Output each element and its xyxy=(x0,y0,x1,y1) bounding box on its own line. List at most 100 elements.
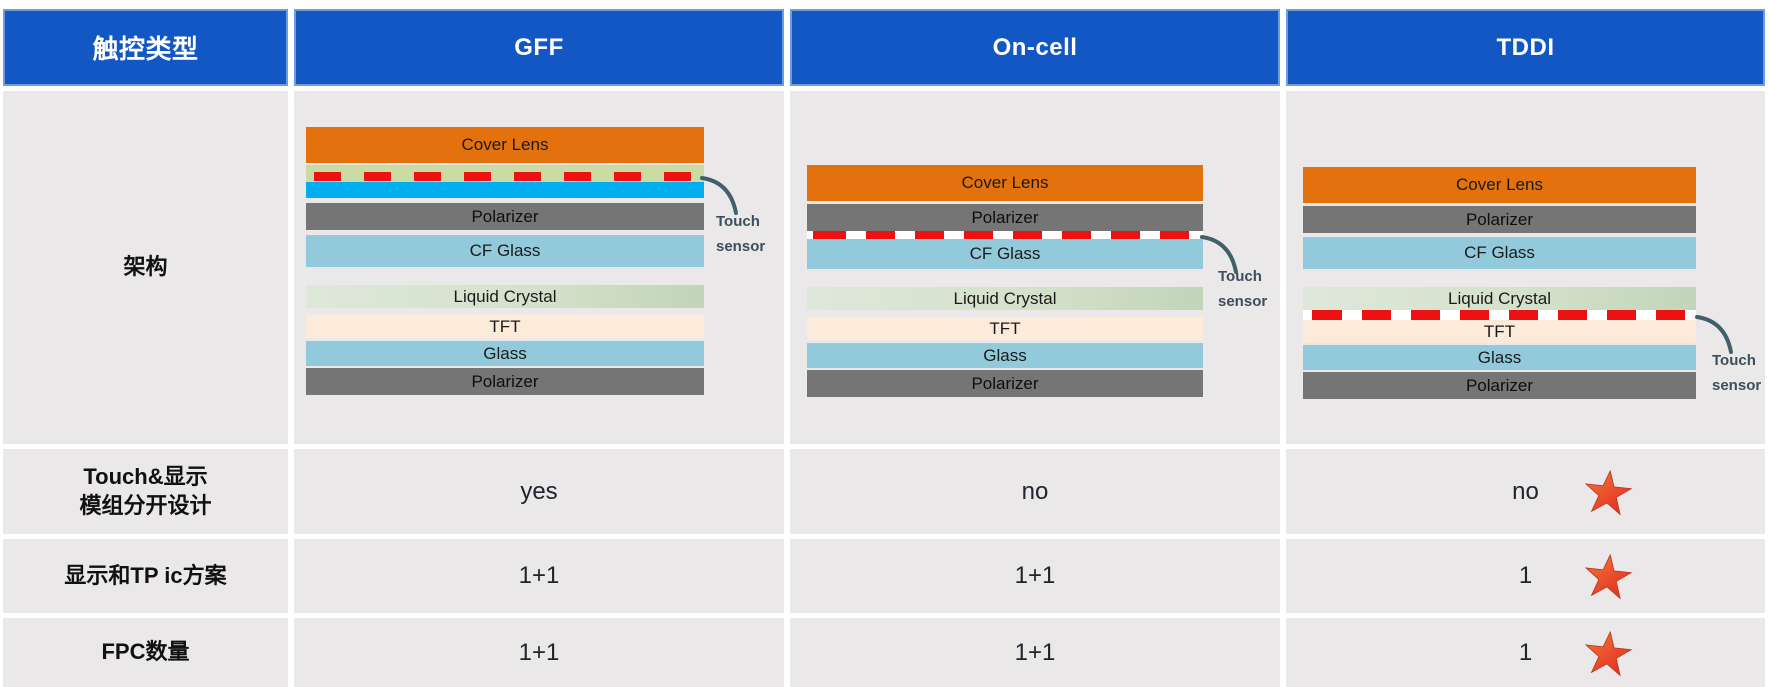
header-touch-type: 触控类型 xyxy=(3,9,288,86)
tddi-ic-solution-value: 1 xyxy=(1286,539,1765,613)
tddi-separate-design-value: no xyxy=(1286,449,1765,534)
gff-polarizer-top-label: Polarizer xyxy=(471,206,539,226)
ic-solution-label: 显示和TP ic方案 xyxy=(64,562,227,588)
touch-display-label-line2: 模组分开设计 xyxy=(79,492,212,518)
tddi-color-filter-stripe xyxy=(1303,272,1696,285)
oncell-ic-solution-value: 1+1 xyxy=(790,539,1280,613)
highlight-star-icon xyxy=(1584,469,1633,516)
gff-ic-solution-value: 1+1 xyxy=(294,539,784,613)
gff-touch-sensor-note: Touch sensor xyxy=(716,209,765,259)
gff-color-filter-stripe xyxy=(306,270,704,283)
tddi-touch-note-line1: Touch xyxy=(1712,352,1756,369)
gff-polarizer-top-layer: Polarizer xyxy=(306,203,704,230)
touch-display-label-line1: Touch&显示 xyxy=(83,463,208,489)
gff-liquid-crystal-layer: Liquid Crystal xyxy=(306,285,704,308)
row-label-fpc-count: FPC数量 xyxy=(3,618,288,687)
gff-touch-note-line2: sensor xyxy=(716,238,766,255)
oncell-architecture-cell: Cover Lens Polarizer CF Glass Liquid Cry… xyxy=(790,91,1280,444)
oncell-touch-sensor-pointer-icon xyxy=(1200,235,1238,274)
tddi-touch-sensor-dash-pattern xyxy=(1303,310,1696,320)
gff-fpc-count-text: 1+1 xyxy=(518,638,560,666)
oncell-tft-label: TFT xyxy=(989,318,1021,338)
oncell-fpc-count-value: 1+1 xyxy=(790,618,1280,687)
oncell-polarizer-bottom-layer: Polarizer xyxy=(807,370,1203,397)
gff-architecture-cell: Cover Lens Polarizer CF Glass Liquid Cry… xyxy=(294,91,784,444)
gff-cover-lens-layer: Cover Lens xyxy=(306,127,704,163)
tddi-polarizer-bottom-label: Polarizer xyxy=(1465,375,1534,395)
oncell-liquid-crystal-layer: Liquid Crystal xyxy=(807,287,1203,310)
header-tddi: TDDI xyxy=(1286,9,1765,86)
tddi-tft-layer: TFT xyxy=(1303,320,1696,343)
header-gff-label: GFF xyxy=(514,33,564,61)
gff-touch-sensor-pointer-icon xyxy=(700,176,738,215)
tddi-cover-lens-layer: Cover Lens xyxy=(1303,167,1696,203)
gff-touch-film-layer xyxy=(306,165,704,182)
tddi-liquid-crystal-label: Liquid Crystal xyxy=(1448,288,1551,308)
tddi-cf-glass-layer: CF Glass xyxy=(1303,237,1696,269)
row-label-architecture: 架构 xyxy=(3,91,288,444)
tddi-glass-label: Glass xyxy=(1477,347,1522,367)
oncell-polarizer-top-layer: Polarizer xyxy=(807,204,1203,231)
oncell-separate-design-value: no xyxy=(790,449,1280,534)
tddi-polarizer-top-layer: Polarizer xyxy=(1303,206,1696,233)
tddi-liquid-crystal-layer: Liquid Crystal xyxy=(1303,287,1696,310)
gff-separate-design-value: yes xyxy=(294,449,784,534)
gff-ito-film-layer xyxy=(306,182,704,198)
gff-separate-design-text: yes xyxy=(520,477,558,505)
gff-touch-sensor-dashes xyxy=(306,172,704,181)
gff-liquid-crystal-label: Liquid Crystal xyxy=(453,286,557,306)
highlight-star-icon xyxy=(1584,553,1633,600)
row-label-touch-display-separate: Touch&显示 模组分开设计 xyxy=(3,449,288,534)
header-oncell: On-cell xyxy=(790,9,1280,86)
tddi-polarizer-top-label: Polarizer xyxy=(1465,209,1534,229)
oncell-cf-glass-layer: CF Glass xyxy=(807,239,1203,269)
oncell-glass-label: Glass xyxy=(983,345,1027,365)
tddi-tft-label: TFT xyxy=(1483,321,1516,341)
oncell-polarizer-top-label: Polarizer xyxy=(971,207,1039,227)
oncell-ic-solution-text: 1+1 xyxy=(1014,562,1056,589)
tddi-architecture-cell: Cover Lens Polarizer CF Glass Liquid Cry… xyxy=(1286,91,1765,444)
oncell-tft-layer: TFT xyxy=(807,317,1203,340)
oncell-touch-note-line1: Touch xyxy=(1218,268,1262,285)
oncell-stack-diagram: Cover Lens Polarizer CF Glass Liquid Cry… xyxy=(807,165,1203,397)
tddi-polarizer-bottom-layer: Polarizer xyxy=(1303,372,1696,399)
tddi-stack-diagram: Cover Lens Polarizer CF Glass Liquid Cry… xyxy=(1303,167,1696,399)
header-gff: GFF xyxy=(294,9,784,86)
gff-cf-glass-layer: CF Glass xyxy=(306,235,704,267)
gff-glass-label: Glass xyxy=(483,343,527,363)
tddi-separate-design-text: no xyxy=(1512,477,1539,505)
tddi-glass-layer: Glass xyxy=(1303,345,1696,370)
oncell-touch-sensor-dash-pattern xyxy=(807,231,1203,239)
gff-polarizer-bottom-label: Polarizer xyxy=(471,371,539,391)
tddi-touch-sensor-note: Touch sensor xyxy=(1712,348,1761,398)
oncell-cover-lens-label: Cover Lens xyxy=(961,173,1049,192)
header-tddi-label: TDDI xyxy=(1496,33,1555,61)
gff-tft-layer: TFT xyxy=(306,315,704,338)
oncell-touch-sensor-dashes xyxy=(807,231,1203,239)
tddi-touch-sensor-dashes xyxy=(1303,310,1696,320)
tddi-fpc-count-value: 1 xyxy=(1286,618,1765,687)
tddi-touch-note-line2: sensor xyxy=(1712,377,1762,394)
gff-polarizer-bottom-layer: Polarizer xyxy=(306,368,704,395)
tddi-fpc-count-text: 1 xyxy=(1518,638,1533,666)
oncell-touch-sensor-note: Touch sensor xyxy=(1218,264,1267,314)
gff-stack-diagram: Cover Lens Polarizer CF Glass Liquid Cry… xyxy=(306,127,704,395)
oncell-color-filter-stripe xyxy=(807,272,1203,285)
oncell-liquid-crystal-label: Liquid Crystal xyxy=(953,288,1057,308)
oncell-fpc-count-text: 1+1 xyxy=(1014,638,1056,666)
gff-ic-solution-text: 1+1 xyxy=(518,562,560,589)
highlight-star-icon xyxy=(1584,630,1633,677)
oncell-touch-note-line2: sensor xyxy=(1218,293,1268,310)
header-touch-type-label: 触控类型 xyxy=(92,34,199,64)
oncell-separate-design-text: no xyxy=(1021,477,1049,505)
oncell-glass-layer: Glass xyxy=(807,343,1203,368)
fpc-count-label: FPC数量 xyxy=(101,639,190,665)
tddi-ic-solution-text: 1 xyxy=(1518,562,1533,589)
architecture-label: 架构 xyxy=(123,254,168,280)
tddi-touch-sensor-pointer-icon xyxy=(1695,315,1733,354)
gff-tft-label: TFT xyxy=(489,316,521,336)
gff-fpc-count-value: 1+1 xyxy=(294,618,784,687)
gff-touch-note-line1: Touch xyxy=(716,213,760,230)
